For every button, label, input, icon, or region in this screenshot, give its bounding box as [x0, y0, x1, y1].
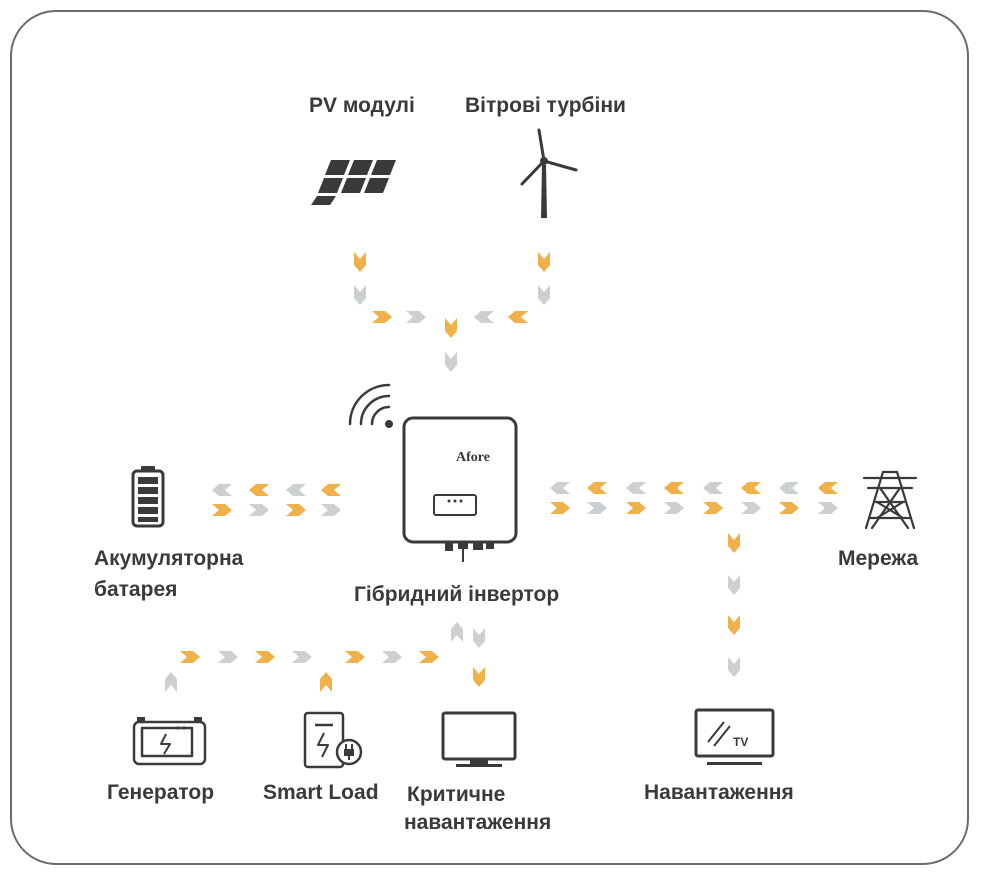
pv-modules-label: PV модулі	[309, 94, 415, 117]
smart-load-icon	[303, 711, 363, 769]
flow-arrows-load	[728, 533, 740, 677]
flow-arrows-grid	[550, 482, 838, 514]
inverter-brand: Afore	[456, 450, 490, 465]
tv-icon-text: TV	[733, 735, 748, 749]
critical-load-label-line2: навантаження	[404, 811, 552, 834]
generator-icon	[132, 717, 207, 766]
wind-turbines-label: Вітрові турбіни	[465, 94, 626, 117]
load-label: Навантаження	[644, 781, 794, 804]
battery-label-line2: батарея	[94, 578, 178, 601]
critical-load-label-line1: Критичне	[407, 783, 506, 806]
battery-label-line1: Акумуляторна	[94, 547, 244, 570]
inverter-label: Гібридний інвертор	[354, 583, 560, 606]
flow-arrows-generator	[165, 651, 439, 692]
smart-load-label: Smart Load	[263, 781, 379, 804]
diagram-frame	[10, 10, 969, 865]
wind-turbine-icon	[520, 128, 578, 218]
monitor-icon	[441, 711, 517, 767]
generator-label: Генератор	[107, 781, 215, 804]
flow-arrows-critical	[451, 622, 485, 687]
power-tower-icon	[862, 470, 918, 530]
flow-arrows-pv	[354, 252, 550, 372]
grid-label: Мережа	[838, 547, 919, 570]
battery-icon	[131, 466, 165, 528]
flow-arrows-battery	[212, 484, 341, 516]
tv-icon: TV	[694, 708, 775, 765]
solar-panel-icon	[311, 160, 396, 205]
wifi-signal-icon	[348, 383, 393, 428]
hybrid-inverter-icon: Afore	[402, 416, 518, 562]
